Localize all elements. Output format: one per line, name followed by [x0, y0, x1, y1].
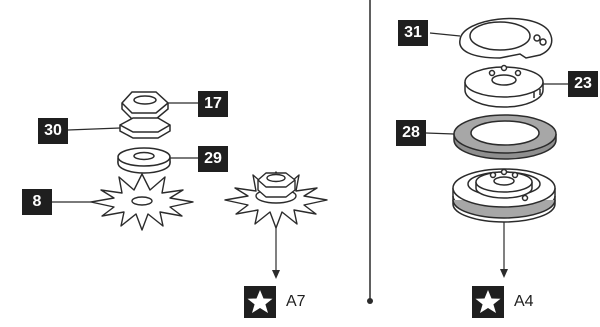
- divider-end-dot: [367, 298, 373, 304]
- hex-nut-part: [121, 91, 169, 120]
- hub-part: [464, 64, 544, 108]
- leader-30: [67, 127, 121, 131]
- flat-washer-part: [117, 147, 171, 174]
- callout-17: 17: [198, 91, 228, 117]
- arrow-head-a4: [500, 269, 508, 278]
- callout-31: 31: [398, 20, 428, 46]
- leader-28: [425, 132, 455, 135]
- goto-a4-label: A4: [514, 293, 534, 310]
- callout-28: 28: [396, 120, 426, 146]
- star-gear-part: [90, 173, 194, 231]
- callout-8: 8: [22, 189, 52, 215]
- arrow-head-a7: [272, 270, 280, 279]
- leader-31: [429, 32, 461, 37]
- callout-23: 23: [568, 71, 598, 97]
- goto-a7-label: A7: [286, 293, 306, 310]
- clip-ring-part: [459, 17, 553, 59]
- callout-29: 29: [198, 146, 228, 172]
- assembled-gear-part: [224, 171, 328, 229]
- gasket-part: [453, 114, 557, 160]
- star-icon: [475, 290, 501, 313]
- callout-30: 30: [38, 118, 68, 144]
- goto-a7-star-icon: [244, 286, 276, 318]
- assembled-stack-part: [452, 168, 556, 223]
- star-icon: [247, 290, 273, 313]
- hex-plate-part: [119, 117, 171, 139]
- goto-a4-star-icon: [472, 286, 504, 318]
